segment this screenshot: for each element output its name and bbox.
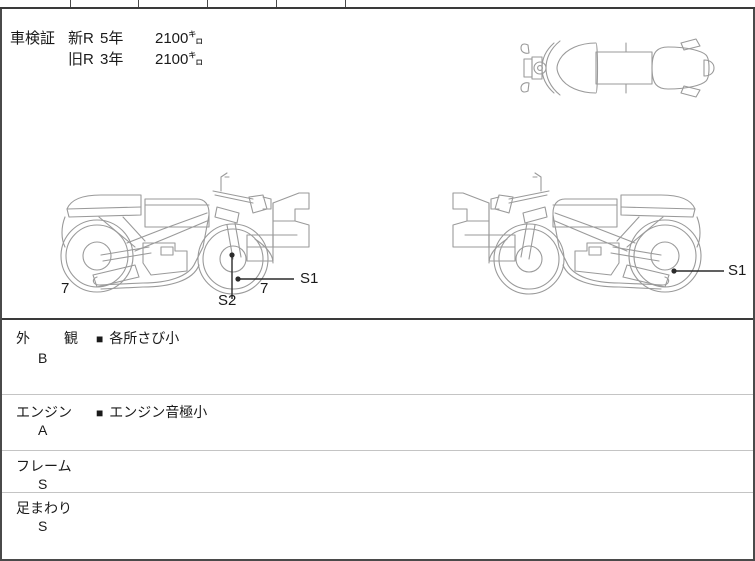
rating-row-suspension: 足まわり S — [2, 494, 753, 559]
header-cell-2 — [70, 0, 138, 7]
vehicle-inspection-label: 車検証 — [10, 30, 56, 47]
rating-grade-frame: S — [38, 476, 48, 492]
rating-name-suspension: 足まわり — [16, 500, 72, 516]
vehicle-inspection-era-old: 旧R — [68, 51, 94, 68]
rating-name-frame: フレーム — [16, 458, 72, 474]
motorcycle-side-view-right-facing — [57, 151, 312, 301]
rule-above-engine — [2, 394, 753, 395]
callout-label-s1-right: S1 — [728, 262, 747, 279]
rating-row-appearance: 外 観 B ■ 各所さび小 — [2, 320, 753, 394]
rating-note-engine: ■ エンジン音極小 — [96, 402, 207, 422]
rating-name-appearance: 外 観 — [16, 330, 88, 346]
vehicle-inspection-block: 車検証新R 5年 2100㌔ 旧R 3年 2100㌔ — [10, 28, 203, 70]
motorcycle-side-view-left-facing — [450, 151, 705, 301]
vehicle-inspection-mileage-new: 2100㌔ — [155, 30, 204, 47]
right-bike-callout-leader — [671, 268, 724, 274]
header-cell-4 — [207, 0, 276, 7]
vehicle-inspection-era-new: 新R — [68, 30, 94, 47]
damage-mark-7-rear-left: 7 — [61, 280, 70, 297]
vehicle-inspection-row-old: 旧R 3年 2100㌔ — [10, 49, 203, 70]
damage-diagram-area: S1 S2 7 7 — [2, 11, 753, 318]
rating-row-engine: エンジン A ■ エンジン音極小 — [2, 396, 753, 450]
frame-border-left — [0, 9, 2, 561]
rating-grade-appearance: B — [38, 350, 48, 366]
left-bike-callout-leaders — [229, 252, 294, 299]
clipped-table-header-strip — [0, 0, 755, 9]
rating-note-text-appearance: 各所さび小 — [109, 330, 180, 346]
rule-above-appearance — [2, 318, 753, 320]
header-cell-3 — [138, 0, 207, 7]
header-cell-6 — [345, 0, 753, 7]
bullet-icon: ■ — [96, 332, 104, 346]
rating-grade-engine: A — [38, 422, 48, 438]
rating-name-engine: エンジン — [16, 404, 72, 420]
callout-label-s1-left: S1 — [300, 270, 319, 287]
header-cell-5 — [276, 0, 345, 7]
rating-note-text-engine: エンジン音極小 — [109, 404, 208, 420]
rule-above-suspension — [2, 492, 753, 493]
vehicle-inspection-years-old: 3年 — [100, 51, 124, 68]
bullet-icon: ■ — [96, 406, 104, 420]
frame-border-bottom — [0, 559, 755, 561]
callout-label-s2-left: S2 — [218, 292, 237, 309]
vehicle-inspection-row-new: 車検証新R 5年 2100㌔ — [10, 28, 203, 49]
header-cell-1 — [0, 0, 70, 7]
frame-border-right — [753, 9, 755, 561]
damage-mark-7-front-left: 7 — [260, 280, 269, 297]
rule-above-frame — [2, 450, 753, 451]
rating-grade-suspension: S — [38, 518, 48, 534]
rating-note-appearance: ■ 各所さび小 — [96, 328, 179, 348]
vehicle-inspection-mileage-old: 2100㌔ — [155, 51, 204, 68]
vehicle-inspection-years-new: 5年 — [100, 30, 124, 47]
rating-row-frame: フレーム S — [2, 452, 753, 492]
motorcycle-top-view — [518, 29, 718, 107]
